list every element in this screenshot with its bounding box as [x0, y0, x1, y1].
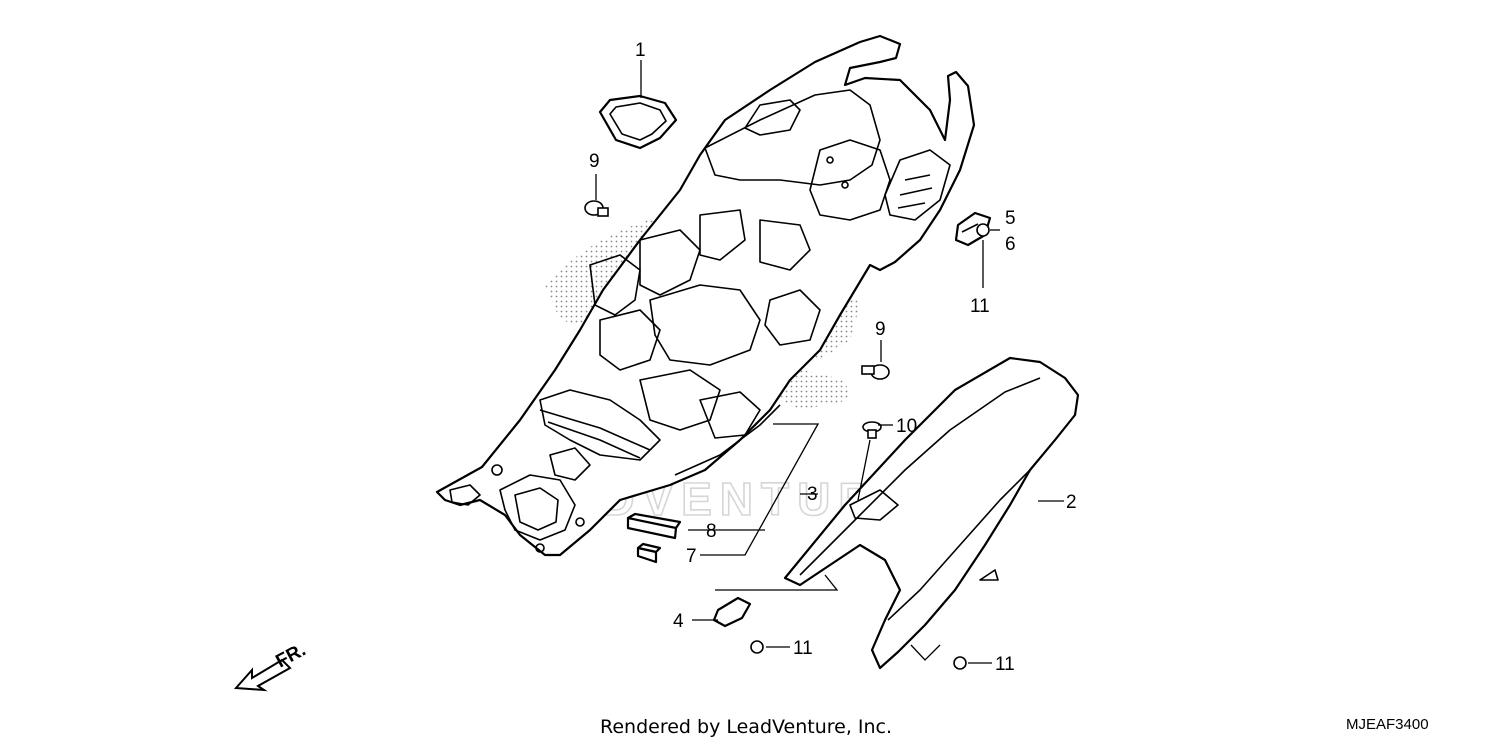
bolt-9-lower [861, 364, 890, 380]
callout-6: 6 [1005, 234, 1016, 255]
callout-11-lower-right: 11 [995, 654, 1015, 675]
leader-lines [595, 60, 1064, 664]
footer-credit: Rendered by LeadVenture, Inc. [600, 716, 893, 738]
callout-1: 1 [635, 40, 646, 61]
callout-9-upper: 9 [589, 151, 600, 172]
screw-11-c [953, 656, 967, 670]
callout-5: 5 [1005, 208, 1016, 229]
rear-fender-part-3 [435, 34, 976, 557]
rubber-pad-part-1 [598, 94, 678, 150]
screw-11-b [750, 640, 764, 654]
rubber-part-8 [626, 512, 682, 540]
diagram-code: MJEAF3400 [1346, 716, 1429, 733]
callout-9-lower: 9 [875, 319, 886, 340]
callout-8: 8 [706, 521, 717, 542]
rubber-part-7 [636, 542, 662, 564]
callout-4: 4 [673, 611, 684, 632]
callout-11-upper: 11 [970, 296, 990, 317]
callout-11-lower-left: 11 [793, 638, 813, 659]
callout-10: 10 [896, 416, 917, 437]
front-direction-arrow: FR. [233, 640, 309, 692]
bolt-9-upper [584, 200, 609, 217]
callout-2: 2 [1066, 492, 1077, 513]
clip-part-4 [712, 596, 752, 628]
callout-3: 3 [807, 484, 818, 505]
screw-11-a [976, 223, 990, 237]
callout-7: 7 [686, 546, 697, 567]
rear-cover-part-2 [783, 356, 1080, 670]
screw-10 [862, 421, 882, 439]
